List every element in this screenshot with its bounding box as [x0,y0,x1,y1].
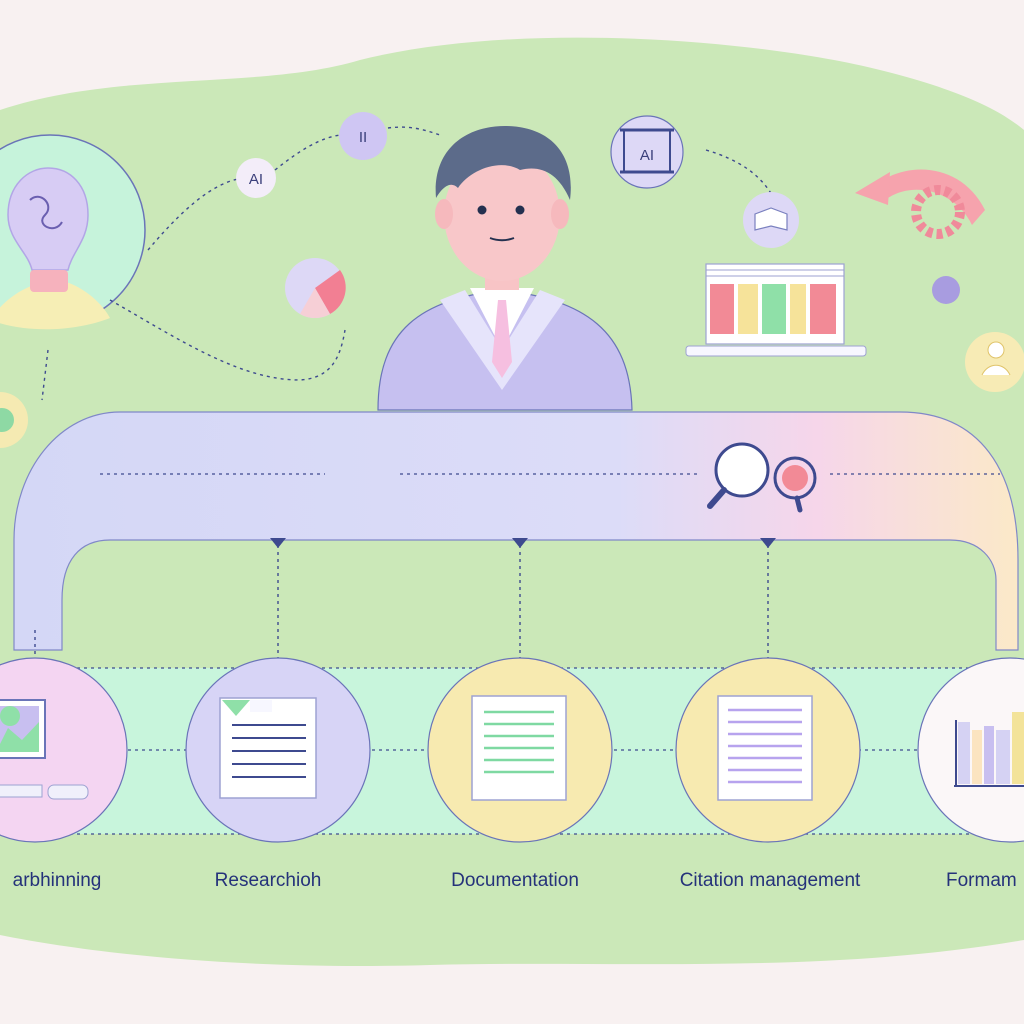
stage-circle-formatting [917,657,1024,843]
lightbulb-icon [0,134,146,330]
user-avatar-icon [965,332,1024,392]
stage-circle-research [185,657,371,843]
stage-circle-citation [675,657,861,843]
stage-label-brainstorming: arbhinning [12,870,102,891]
stage-label-formatting: Formam [946,870,1017,891]
person-figure [377,126,633,411]
accent-dot [932,276,960,304]
magnifier-icon [707,442,770,509]
pie-chart-icon [285,258,346,319]
refresh-arrow-icon [855,169,985,225]
pause-badge: II [339,112,387,160]
connector-left-vertical [41,349,49,401]
connector-bulb-figure [109,299,346,381]
ai-badge-small-text: AI [249,171,263,188]
connector-ai-pause [274,134,341,171]
ai-badge-small: AI [236,158,276,198]
connector-pause-head [387,126,441,136]
leaf-icon [0,392,28,448]
gear-icon [911,185,965,239]
magnifier-pink-icon [773,456,817,513]
ai-frame-badge-text: AI [640,147,654,164]
ai-frame-badge: AI [610,115,684,189]
stage-label-research: Researchioh [214,870,322,891]
stage-label-citation: Citation management [679,870,861,891]
drop-tick-2 [512,538,528,548]
stage-label-documentation: Documentation [451,870,579,891]
stage-circle-documentation [427,657,613,843]
stage-circle-brainstorming [0,657,128,843]
drop-tick-3 [760,538,776,548]
drop-tick-1 [270,538,286,548]
laptop-chart-icon [685,263,867,357]
pause-badge-text: II [359,129,367,146]
book-icon [743,192,799,248]
